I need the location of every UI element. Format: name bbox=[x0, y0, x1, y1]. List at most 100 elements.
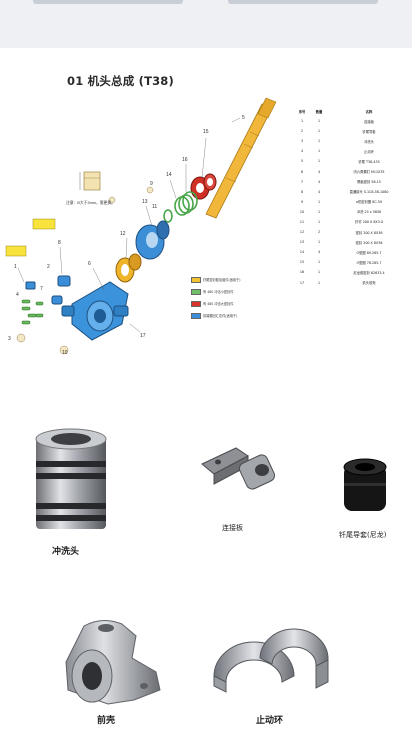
cell-qty: 1 bbox=[317, 149, 321, 154]
cell-qty: 1 bbox=[317, 219, 321, 224]
cell-name: 隔板密封 56.15 bbox=[357, 180, 381, 185]
legend-row: 有 480 冲击大密封件 bbox=[191, 298, 268, 309]
small-blue-parts bbox=[25, 275, 71, 305]
exploded-assembly-diagram: 5 15 16 14 9 13 11 12 6 17 8 2 1 4 7 10 … bbox=[0, 92, 292, 362]
cell-name: 钎尾 T38-435 bbox=[358, 159, 380, 164]
cell-name: 密封 200 X 8X36 bbox=[355, 240, 383, 245]
cell-name: 直通接头 S.1C8-58-1080 bbox=[349, 190, 389, 195]
legend-text: 有 480 冲击大密封件 bbox=[203, 302, 234, 306]
cell-index: 4 bbox=[300, 149, 304, 154]
product-label-connecting-plate: 连接板 bbox=[222, 524, 243, 532]
callout-2: 2 bbox=[47, 264, 50, 270]
cell-index: 11 bbox=[299, 219, 305, 224]
tab-stub-left bbox=[33, 0, 183, 4]
flushing-head-image bbox=[35, 428, 107, 529]
table-row: 14 4 O型圈 89.285.7 bbox=[294, 247, 410, 257]
legend-swatch-yellow bbox=[191, 276, 201, 283]
diagram-note: 注意：B大于3mm，需更换。 bbox=[66, 200, 115, 205]
cell-name: O型圈 89.285.7 bbox=[356, 250, 382, 255]
product-label-shank-guide: 钎尾导套(尼龙) bbox=[339, 531, 387, 539]
cell-name: 连接板 bbox=[364, 119, 374, 124]
cell-qty: 1 bbox=[317, 129, 321, 134]
tab-stub-right bbox=[228, 0, 378, 4]
cell-name: O型圈 78.285.7 bbox=[356, 260, 382, 265]
product-label-stop-ring: 止动环 bbox=[256, 716, 284, 726]
product-label-front-housing: 前壳 bbox=[97, 716, 116, 726]
legend-text: 有 480 冲击小密封件 bbox=[203, 290, 234, 294]
cell-qty: 2 bbox=[317, 230, 321, 235]
top-band bbox=[0, 0, 412, 48]
cell-name: 钎尾导套 bbox=[362, 129, 376, 134]
cell-index: 13 bbox=[299, 240, 305, 245]
cell-qty: 1 bbox=[317, 280, 321, 285]
product-label-flushing-head: 冲洗头 bbox=[52, 547, 80, 557]
yellow-tag-group bbox=[5, 218, 56, 257]
cell-index: 16 bbox=[299, 270, 305, 275]
header-name: 名称 bbox=[365, 109, 373, 114]
callout-numbers: 5 15 16 14 9 13 11 12 6 17 8 2 1 4 7 10 … bbox=[8, 115, 245, 356]
cell-name: 冲洗 25 x 5858 bbox=[356, 210, 382, 215]
callout-9: 9 bbox=[150, 181, 153, 187]
cell-index: 2 bbox=[300, 129, 304, 134]
header-qty: 数量 bbox=[315, 109, 323, 114]
cell-qty: 1 bbox=[317, 260, 321, 265]
table-row: 17 1 机头前壳 bbox=[294, 278, 410, 288]
legend-row: 前端推回汇总件(适用于) bbox=[191, 310, 268, 321]
section-title: 01 机头总成 (T38) bbox=[67, 74, 174, 88]
cell-index: 7 bbox=[300, 179, 304, 184]
cell-name: 机头前壳 bbox=[362, 281, 376, 286]
cell-index: 10 bbox=[299, 209, 305, 214]
table-row: 7 4 隔板密封 56.15 bbox=[294, 177, 410, 187]
cell-name: 密封 200 X 8X36 bbox=[355, 230, 383, 235]
cell-name: 冲洗头 bbox=[364, 139, 374, 144]
callout-13: 13 bbox=[142, 199, 148, 205]
washer-group bbox=[16, 186, 154, 355]
front-housing-image bbox=[65, 620, 161, 705]
cell-index: 17 bbox=[299, 280, 305, 285]
callout-4: 4 bbox=[16, 292, 19, 298]
cell-qty: 1 bbox=[317, 270, 321, 275]
gold-ring-group bbox=[115, 253, 142, 283]
callout-3: 3 bbox=[8, 336, 11, 342]
callout-15: 15 bbox=[203, 129, 209, 135]
callout-12: 12 bbox=[120, 231, 126, 237]
callout-14: 14 bbox=[166, 172, 172, 178]
cell-name: o形密封圈 8C-59 bbox=[355, 200, 383, 205]
cell-index: 9 bbox=[300, 199, 304, 204]
bolt-group bbox=[21, 299, 44, 325]
cell-index: 8 bbox=[300, 189, 304, 194]
callout-6: 6 bbox=[88, 261, 91, 267]
header-index: 序号 bbox=[298, 109, 306, 114]
callout-8: 8 bbox=[58, 240, 61, 246]
callout-1: 1 bbox=[14, 264, 17, 270]
table-row: 2 1 钎尾导套 bbox=[294, 126, 410, 136]
cell-qty: 4 bbox=[317, 169, 321, 174]
legend-row: 有 480 冲击小密封件 bbox=[191, 286, 268, 297]
cell-index: 15 bbox=[299, 260, 305, 265]
cell-qty: 1 bbox=[317, 119, 321, 124]
table-row: 16 1 尼龙套密封 62633.4 bbox=[294, 267, 410, 277]
shank-part bbox=[205, 97, 277, 219]
cell-qty: 4 bbox=[317, 250, 321, 255]
legend-swatch-blue bbox=[191, 312, 201, 319]
cell-index: 14 bbox=[299, 250, 305, 255]
cell-index: 5 bbox=[300, 159, 304, 164]
green-oring-group bbox=[163, 191, 198, 223]
callout-16: 16 bbox=[182, 157, 188, 163]
color-legend: 钎尾密封套及组件(适用于) 有 480 冲击小密封件 有 480 冲击大密封件 … bbox=[191, 274, 268, 322]
cell-name: 止动环 bbox=[364, 149, 374, 154]
cell-qty: 4 bbox=[317, 179, 321, 184]
callout-17: 17 bbox=[140, 333, 146, 339]
callout-7: 7 bbox=[40, 286, 43, 292]
cell-name: 尼龙套密封 62633.4 bbox=[353, 270, 385, 275]
legend-row: 钎尾密封套及组件(适用于) bbox=[191, 274, 268, 285]
